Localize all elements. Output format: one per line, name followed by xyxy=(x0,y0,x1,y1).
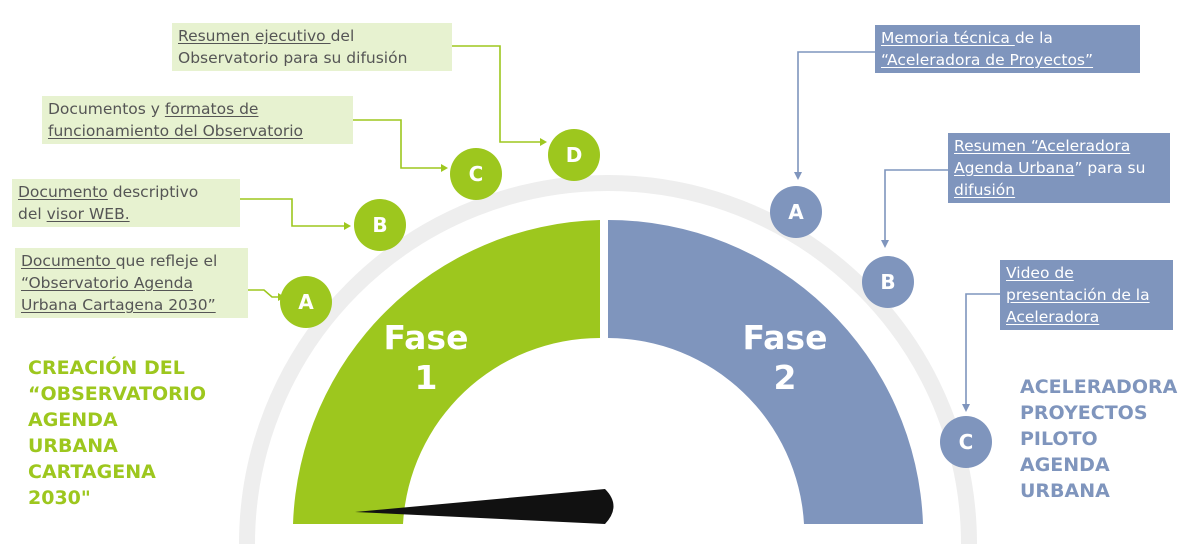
deliverable-text: de la xyxy=(1014,29,1053,47)
deliverable-text: Documentos y xyxy=(48,100,165,118)
green-circle-b-letter: B xyxy=(372,213,388,237)
blue-deliverable-a: Memoria técnica de la “Aceleradora de Pro… xyxy=(875,25,1140,73)
right-title-line: PILOTO xyxy=(1020,428,1098,450)
arrowhead-green-c xyxy=(441,164,448,172)
left-title-line: 2030" xyxy=(28,487,91,509)
green-circle-a: A xyxy=(280,276,332,328)
blue-circle-a: A xyxy=(770,186,822,238)
connector-green-b xyxy=(240,198,344,227)
phase2-number: 2 xyxy=(773,358,797,397)
arrowhead-blue-a xyxy=(794,172,802,180)
left-title-line: CREACIÓN DEL xyxy=(28,357,185,379)
deliverable-text: difusión xyxy=(954,181,1016,199)
blue-circle-b: B xyxy=(862,256,914,308)
green-deliverable-c: Documentos y formatos de funcionamiento d… xyxy=(42,96,353,144)
deliverable-text: Observatorio para su difusión xyxy=(178,49,408,67)
connector-green-d xyxy=(452,45,540,143)
green-circle-a-letter: A xyxy=(298,290,314,314)
deliverable-text: Memoria técnica xyxy=(881,29,1015,47)
blue-deliverable-c: Video de presentación de la Aceleradora xyxy=(1000,260,1173,330)
green-deliverable-b: Documento descriptivo del visor WEB. xyxy=(12,179,240,227)
deliverable-text: visor WEB. xyxy=(46,205,130,223)
deliverable-text: Video de xyxy=(1006,264,1074,282)
deliverable-text: Agenda Urbana xyxy=(954,159,1075,177)
blue-circle-c-letter: C xyxy=(958,430,974,454)
right-title-line: AGENDA xyxy=(1020,454,1110,476)
phase2-segment xyxy=(608,219,923,525)
connector-blue-c xyxy=(965,293,1000,404)
deliverable-text: Documento xyxy=(21,252,116,270)
green-deliverable-a: Documento que refleje el “Observatorio Ag… xyxy=(15,248,248,318)
phase1-number: 1 xyxy=(414,358,438,397)
left-title-line: CARTAGENA xyxy=(28,461,156,483)
left-title: CREACIÓN DEL “OBSERVATORIO AGENDA URBANA CAR… xyxy=(28,355,206,511)
left-title-line: URBANA xyxy=(28,435,118,457)
right-title-line: URBANA xyxy=(1020,480,1110,502)
deliverable-text: “Aceleradora de Proyectos” xyxy=(881,51,1094,69)
gauge-outer-track xyxy=(239,175,977,544)
deliverable-text: presentación de la xyxy=(1006,286,1150,304)
deliverable-text: Resumen “Aceleradora xyxy=(954,137,1131,155)
blue-circle-a-letter: A xyxy=(788,200,804,224)
green-circle-c: C xyxy=(450,148,502,200)
connector-green-a xyxy=(248,289,278,298)
right-title: ACELERADORA PROYECTOS PILOTO AGENDA URBANA xyxy=(1020,374,1177,504)
connector-green-c xyxy=(353,119,441,169)
right-title-line: PROYECTOS xyxy=(1020,402,1148,424)
blue-circle-b-letter: B xyxy=(880,270,896,294)
arrowhead-green-b xyxy=(344,222,351,230)
connector-blue-a xyxy=(797,51,875,172)
gauge-needle xyxy=(355,489,614,524)
green-circle-b: B xyxy=(354,199,406,251)
phase2-word: Fase xyxy=(742,318,828,357)
connector-blue-b xyxy=(884,169,948,240)
deliverable-text: formatos de xyxy=(164,100,259,118)
deliverable-text: Urbana Cartagena 2030” xyxy=(21,296,216,314)
right-title-line: ACELERADORA xyxy=(1020,376,1178,398)
deliverable-text: del xyxy=(330,27,355,45)
arrowhead-blue-c xyxy=(962,404,970,412)
left-title-line: “OBSERVATORIO xyxy=(28,383,207,405)
deliverable-text: descriptivo xyxy=(107,183,199,201)
phase1-word: Fase xyxy=(383,318,469,357)
left-title-line: AGENDA xyxy=(28,409,118,431)
phase1-label: Fase 1 xyxy=(371,318,481,398)
deliverable-text: Documento xyxy=(18,183,108,201)
phase2-label: Fase 2 xyxy=(730,318,840,398)
phase1-segment xyxy=(293,220,600,524)
green-circle-c-letter: C xyxy=(468,162,484,186)
deliverable-text: ” para su xyxy=(1074,159,1146,177)
blue-circle-c: C xyxy=(940,416,992,468)
deliverable-text: funcionamiento del Observatorio xyxy=(48,122,304,140)
green-circle-d-letter: D xyxy=(565,143,583,167)
deliverable-text: Resumen ejecutivo xyxy=(178,27,331,45)
arrowhead-green-d xyxy=(540,138,547,146)
deliverable-text: Aceleradora xyxy=(1006,308,1100,326)
deliverable-text: del xyxy=(18,205,47,223)
deliverable-text: que refleje el xyxy=(115,252,218,270)
arrowhead-blue-b xyxy=(881,240,889,248)
deliverable-text: “Observatorio Agenda xyxy=(21,274,193,292)
green-circle-d: D xyxy=(548,129,600,181)
